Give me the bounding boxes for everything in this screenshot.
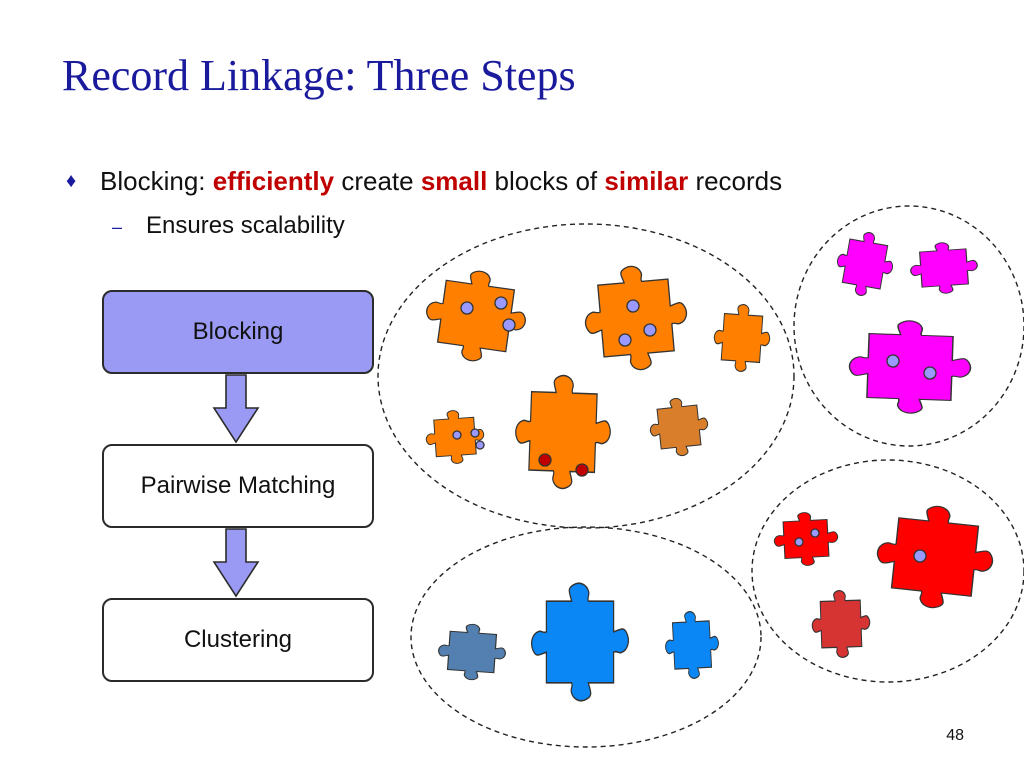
- bullet-blocking: ♦ Blocking: efficiently create small bloc…: [66, 166, 782, 197]
- down-arrow-icon: [212, 374, 260, 444]
- puzzle-piece-icon: [436, 621, 508, 683]
- highlight-similar: similar: [604, 166, 689, 196]
- puzzle-piece-icon: [772, 510, 840, 568]
- attribute-dots: [452, 296, 937, 563]
- puzzle-piece-icon: [831, 227, 899, 301]
- puzzle-piece-icon: [663, 609, 721, 681]
- puzzle-piece-icon: [580, 261, 692, 375]
- sub-bullet-scalability: – Ensures scalability: [112, 212, 345, 240]
- puzzle-piece-icon: [711, 302, 773, 374]
- step-clustering: Clustering: [102, 598, 374, 682]
- slide-title: Record Linkage: Three Steps: [62, 51, 576, 100]
- puzzle-piece-icon: [847, 318, 973, 416]
- down-arrow-icon: [212, 528, 260, 598]
- cluster-outline: [793, 205, 1024, 447]
- puzzle-piece-icon: [420, 263, 532, 369]
- sub-bullet-text: Ensures scalability: [146, 212, 345, 239]
- puzzle-piece-icon: [871, 499, 999, 615]
- bullet-text-4: records: [688, 166, 783, 196]
- step-pairwise-matching: Pairwise Matching: [102, 444, 374, 528]
- puzzle-piece-icon: [646, 394, 712, 460]
- cluster-outline: [410, 526, 762, 748]
- bullet-text-2: create: [334, 166, 421, 196]
- cluster-outline: [751, 459, 1024, 683]
- highlight-efficiently: efficiently: [212, 166, 335, 196]
- dash-bullet-icon: –: [112, 217, 123, 237]
- puzzle-piece-icon: [530, 582, 630, 702]
- highlight-small: small: [420, 166, 488, 196]
- puzzle-piece-icon: [908, 239, 980, 297]
- diamond-bullet-icon: ♦: [66, 170, 77, 192]
- bullet-text-1: Blocking:: [100, 166, 213, 196]
- puzzle-piece-icon: [513, 373, 613, 491]
- page-number: 48: [946, 727, 964, 744]
- bullet-text-3: blocks of: [487, 166, 605, 196]
- cluster-outline: [377, 223, 795, 529]
- step-blocking: Blocking: [102, 290, 374, 374]
- puzzle-piece-icon: [810, 589, 872, 659]
